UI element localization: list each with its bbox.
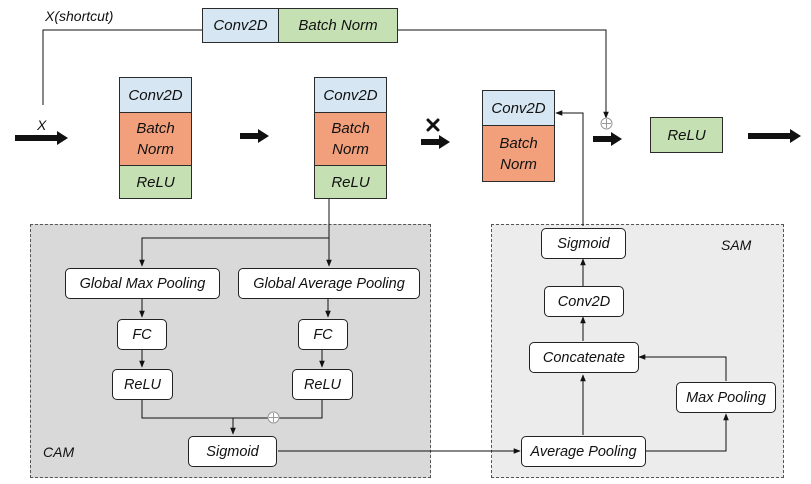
sam-max-pooling: Max Pooling [676, 382, 776, 413]
cam-label: CAM [43, 444, 75, 460]
block1-relu: ReLU [119, 165, 192, 199]
circled-plus-icon [267, 411, 280, 424]
cam-global-max-pooling: Global Max Pooling [65, 268, 220, 299]
output-relu-block: ReLU [650, 117, 723, 153]
thick-right-arrow-icon [240, 129, 269, 143]
relu-merge-line [141, 400, 323, 419]
cam-relu-right: ReLU [292, 369, 353, 400]
thick-right-arrow-icon [421, 135, 450, 149]
cam-global-average-pooling: Global Average Pooling [238, 268, 420, 299]
sam-average-pooling: Average Pooling [521, 436, 646, 467]
block2-batch-norm: Batch Norm [314, 112, 387, 166]
thick-right-arrow-icon [593, 132, 622, 146]
input-label: X [37, 117, 47, 133]
cam-relu-left: ReLU [112, 369, 173, 400]
sam-concatenate: Concatenate [529, 342, 639, 373]
output-arrow-icon [748, 129, 801, 143]
shortcut-conv2d-block: Conv2D [202, 8, 279, 43]
shortcut-line-in [42, 29, 202, 105]
shortcut-label: X(shortcut) [45, 8, 114, 24]
block3-batch-norm: Batch Norm [482, 125, 555, 182]
cam-sigmoid: Sigmoid [188, 436, 277, 467]
multiply-icon [426, 118, 440, 132]
block1-conv2d: Conv2D [119, 77, 192, 113]
sam-conv2d: Conv2D [544, 286, 624, 317]
block3-conv2d: Conv2D [482, 90, 555, 126]
cam-fc-left: FC [117, 319, 167, 350]
branch-split-line [139, 198, 330, 267]
circled-plus-icon [600, 117, 613, 130]
sam-to-block3-line [555, 110, 584, 226]
shortcut-line-out [398, 29, 609, 119]
maxpool-to-concat-line [638, 354, 727, 381]
avgpool-to-maxpool-line [646, 413, 729, 452]
sam-sigmoid: Sigmoid [541, 228, 626, 259]
block2-relu: ReLU [314, 165, 387, 199]
sam-label: SAM [721, 237, 752, 253]
block1-batch-norm: Batch Norm [119, 112, 192, 166]
shortcut-batch-norm-block: Batch Norm [278, 8, 398, 43]
block2-conv2d: Conv2D [314, 77, 387, 113]
cam-fc-right: FC [298, 319, 348, 350]
input-arrow-icon [15, 131, 68, 145]
cam-region [30, 224, 431, 478]
